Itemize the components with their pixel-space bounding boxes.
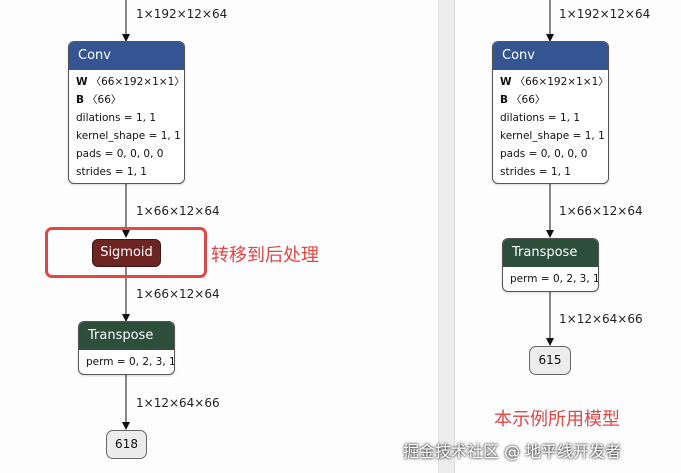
sigmoid-highlight-box — [45, 227, 207, 278]
conv-bias-row[interactable]: B〈66〉 — [500, 91, 608, 109]
conv-attr-kernel-shape: kernel_shape = 1, 1 — [76, 130, 181, 142]
conv-attr-dilations: dilations = 1, 1 — [76, 112, 157, 124]
conv-bias-row[interactable]: B〈66〉 — [76, 91, 184, 109]
edge-label-input: 1×192×12×64 — [559, 7, 651, 21]
conv-weight-name: W — [76, 76, 88, 88]
transpose-node-title: Transpose — [79, 322, 174, 350]
edge-label-conv-transpose: 1×66×12×64 — [559, 204, 643, 218]
edge-label-sigmoid-transpose: 1×66×12×64 — [136, 287, 220, 301]
conv-attr-pads: pads = 0, 0, 0, 0 — [500, 148, 588, 160]
edge-label-conv-sigmoid: 1×66×12×64 — [136, 204, 220, 218]
conv-weight-shape: 〈66×192×1×1〉 — [514, 76, 609, 88]
conv-weight-row[interactable]: W〈66×192×1×1〉 — [500, 73, 608, 91]
transpose-attr-perm: perm = 0, 2, 3, 1 — [510, 273, 599, 285]
conv-node-attributes: W〈66×192×1×1〉 B〈66〉 dilations = 1, 1 ker… — [69, 70, 184, 183]
conv-attr-strides: strides = 1, 1 — [76, 166, 147, 178]
conv-bias-shape: 〈66〉 — [511, 94, 546, 106]
transpose-node[interactable]: Transpose perm = 0, 2, 3, 1 — [78, 321, 175, 375]
conv-node-attributes: W〈66×192×1×1〉 B〈66〉 dilations = 1, 1 ker… — [493, 70, 608, 183]
conv-bias-name: B — [500, 94, 509, 106]
conv-bias-shape: 〈66〉 — [87, 94, 122, 106]
output-node[interactable]: 618 — [106, 430, 147, 459]
transpose-node-title: Transpose — [503, 239, 598, 267]
watermark-text: 掘金技术社区 @ 地平线开发者 — [403, 442, 622, 461]
conv-attr-pads: pads = 0, 0, 0, 0 — [76, 148, 164, 160]
sigmoid-annotation: 转移到后处理 — [211, 245, 319, 266]
edge-label-transpose-output: 1×12×64×66 — [136, 396, 220, 410]
pane-splitter[interactable] — [438, 0, 455, 473]
conv-bias-name: B — [76, 94, 85, 106]
left-graph-pane: 1×192×12×64 Conv W〈66×192×1×1〉 B〈66〉 dil… — [45, 0, 319, 459]
output-node[interactable]: 615 — [529, 346, 571, 375]
transpose-node[interactable]: Transpose perm = 0, 2, 3, 1 — [502, 238, 599, 292]
conv-weight-row[interactable]: W〈66×192×1×1〉 — [76, 73, 184, 91]
conv-attr-strides: strides = 1, 1 — [500, 166, 571, 178]
sigmoid-node[interactable]: Sigmoid — [92, 239, 161, 267]
conv-attr-dilations: dilations = 1, 1 — [500, 112, 581, 124]
conv-node[interactable]: Conv W〈66×192×1×1〉 B〈66〉 dilations = 1, … — [492, 41, 609, 184]
edge-label-transpose-output: 1×12×64×66 — [559, 312, 643, 326]
transpose-attr-perm: perm = 0, 2, 3, 1 — [86, 356, 175, 368]
edge-label-input: 1×192×12×64 — [136, 7, 228, 21]
conv-node-title: Conv — [69, 42, 184, 70]
conv-node[interactable]: Conv W〈66×192×1×1〉 B〈66〉 dilations = 1, … — [68, 41, 185, 184]
right-graph-pane: 1×192×12×64 Conv W〈66×192×1×1〉 B〈66〉 dil… — [455, 0, 681, 473]
conv-weight-shape: 〈66×192×1×1〉 — [90, 76, 185, 88]
model-caption: 本示例所用模型 — [494, 409, 620, 430]
transpose-node-attributes: perm = 0, 2, 3, 1 — [79, 350, 174, 374]
conv-weight-name: W — [500, 76, 512, 88]
transpose-node-attributes: perm = 0, 2, 3, 1 — [503, 267, 598, 291]
right-graph-edges — [546, 0, 554, 346]
conv-attr-kernel-shape: kernel_shape = 1, 1 — [500, 130, 605, 142]
conv-node-title: Conv — [493, 42, 608, 70]
